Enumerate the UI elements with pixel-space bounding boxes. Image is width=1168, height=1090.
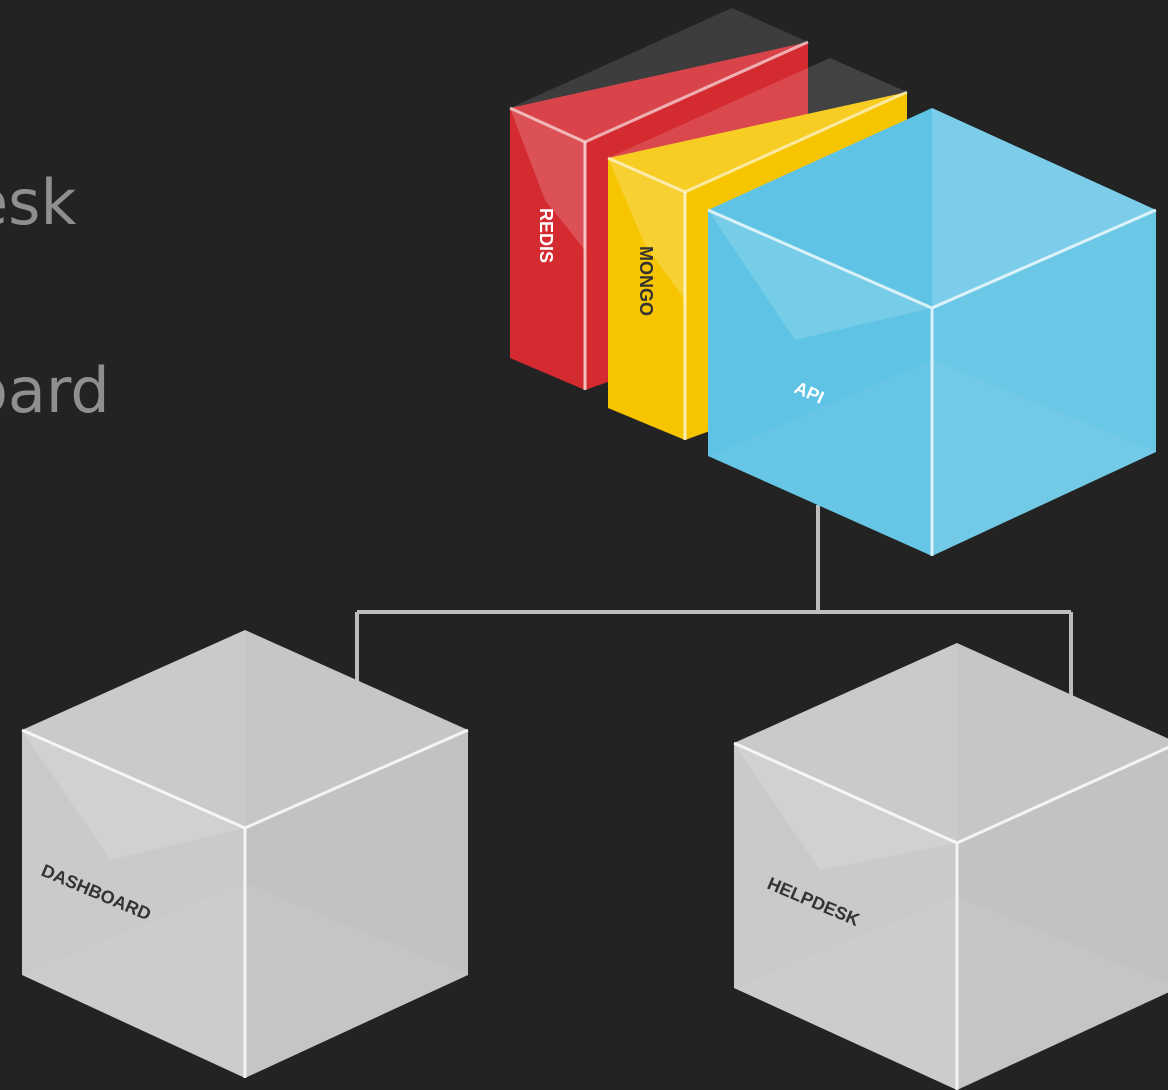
helpdesk-cube-edges — [733, 741, 1168, 1090]
dashboard-cube-edges — [21, 728, 469, 1078]
redis-label: REDIS — [536, 208, 556, 263]
mongo-box-gloss — [608, 158, 685, 300]
slide-text-line-2: oard — [0, 354, 110, 427]
api-cube-right-face — [932, 108, 1156, 556]
dashboard-cube-right-face — [245, 630, 468, 1078]
helpdesk-cube-right-face — [957, 643, 1168, 1090]
redis-box-gloss — [510, 108, 585, 250]
redis-box-edge-top-2 — [584, 40, 809, 144]
mongo-label: MONGO — [636, 246, 656, 316]
api-cube-top-gloss — [932, 108, 1156, 308]
slide-text-line-1: esk — [0, 166, 77, 239]
redis-box-top — [510, 8, 808, 142]
helpdesk-cube-top-gloss — [957, 643, 1168, 843]
dashboard-cube: DASHBOARD — [21, 630, 469, 1078]
api-cube-edges — [707, 208, 1157, 556]
connector-lines — [355, 505, 1073, 700]
mongo-box-edge-top — [607, 156, 686, 194]
redis-box-edge-top — [509, 106, 586, 144]
helpdesk-cube-body — [734, 643, 1168, 1090]
helpdesk-cube: HELPDESK — [733, 643, 1168, 1090]
helpdesk-cube-bottom — [734, 896, 1168, 1090]
mongo-box-edge-top-2 — [684, 90, 908, 194]
api-cube: API — [707, 108, 1157, 556]
api-cube-gloss — [708, 210, 932, 340]
dashboard-cube-top-gloss — [245, 630, 468, 828]
mongo-box-top — [608, 58, 907, 192]
dashboard-cube-gloss — [22, 730, 245, 860]
helpdesk-cube-gloss — [734, 743, 957, 870]
